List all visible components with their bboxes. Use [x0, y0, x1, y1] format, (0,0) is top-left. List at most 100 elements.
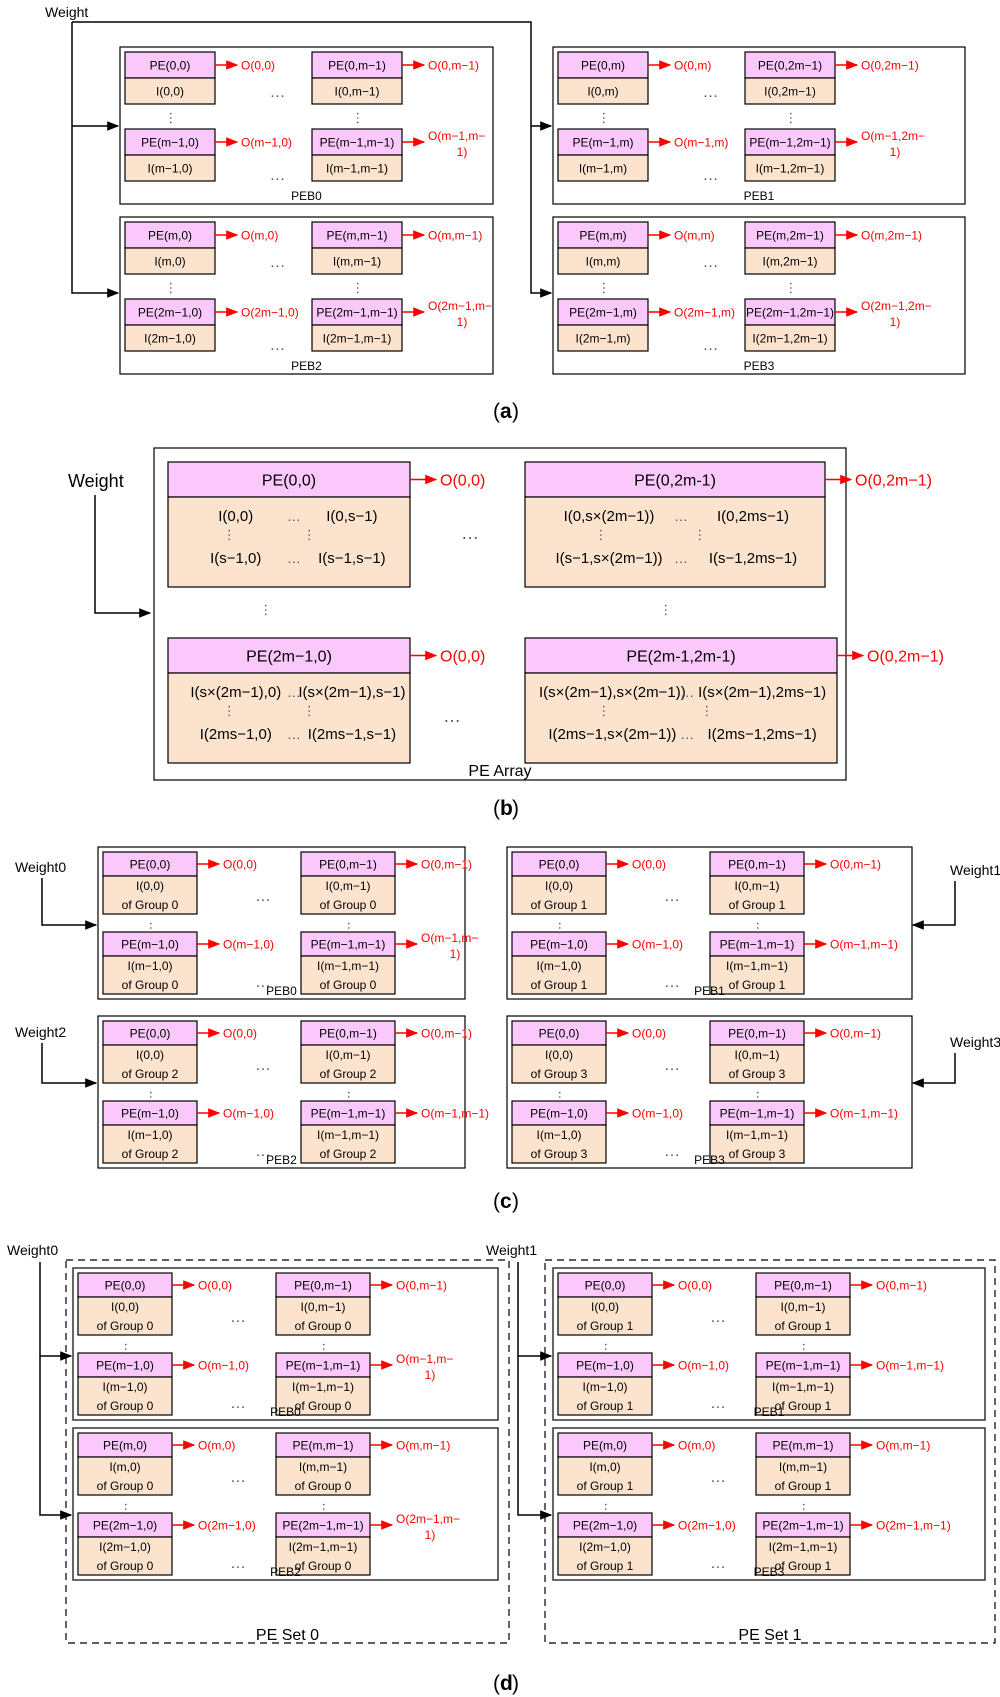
input-label: I(0,0): [545, 879, 573, 893]
pe-label: PE(0,m−1): [728, 857, 786, 871]
ellipsis: …: [147, 921, 163, 935]
ellipsis: …: [122, 1342, 138, 1356]
input-label: I(m−1,0): [102, 1380, 147, 1394]
input-label: I(m,0): [589, 1460, 620, 1474]
set-label: PE Set 0: [256, 1627, 319, 1644]
pe-label: PE(0,0): [539, 857, 580, 871]
ellipsis: …: [556, 1090, 572, 1104]
input-label: I(m,0): [154, 254, 185, 268]
input-label: I(s−1,2ms−1): [709, 550, 797, 567]
input-label: of Group 1: [729, 978, 786, 992]
pe-label: PE(m−1,m−1): [320, 135, 395, 149]
pe-label: PE(m−1,0): [530, 1106, 588, 1120]
ellipsis: …: [255, 1057, 271, 1074]
output-label: O(m−1,m−: [396, 1352, 453, 1366]
output-label: O(0,2m−1): [855, 473, 932, 490]
input-body: [275, 1296, 371, 1336]
input-label: of Group 3: [531, 1067, 588, 1081]
input-label: I(0,m−1): [734, 879, 779, 893]
pe-label: PE(m−1,0): [530, 937, 588, 951]
input-body: [557, 1456, 653, 1496]
output-label: 1): [425, 1368, 436, 1382]
output-label: O(2m−1,2m−: [861, 299, 932, 313]
weight-line: [911, 881, 956, 930]
input-body: [709, 1044, 805, 1084]
input-label: I(m−1,0): [582, 1380, 627, 1394]
block-label: PEB3: [744, 359, 775, 373]
pe-label: PE(0,0): [585, 1278, 626, 1292]
input-label: I(m−1,m−1): [317, 1128, 379, 1142]
input-body: [275, 1376, 371, 1416]
input-body: [102, 875, 198, 915]
output-label: O(0,0): [223, 857, 257, 871]
block-label: PEB3: [694, 1153, 725, 1167]
ellipsis: …: [230, 1309, 246, 1326]
input-body: [124, 154, 216, 182]
caption-paren: ): [512, 1190, 519, 1213]
input-label: I(2ms−1,0): [200, 726, 272, 743]
pe-block: [97, 846, 466, 1000]
ellipsis: …: [600, 704, 616, 718]
pe-header: [77, 1512, 173, 1538]
output-label: O(m−1,0): [241, 135, 292, 149]
pe-label: PE(m−1,m−1): [286, 1358, 361, 1372]
input-label: I(m,m): [586, 254, 621, 268]
input-label: I(s×(2m−1),0): [190, 684, 281, 701]
input-label: I(m,0): [109, 1460, 140, 1474]
ellipsis: …: [680, 726, 694, 742]
pe-block: [552, 1267, 986, 1421]
pe-block: [119, 216, 494, 375]
ellipsis: …: [354, 111, 370, 125]
pe-label: PE(0,m−1): [774, 1278, 832, 1292]
input-body: [102, 1044, 198, 1084]
input-label: of Group 2: [320, 1147, 377, 1161]
input-body: [300, 1044, 396, 1084]
ellipsis: …: [664, 888, 680, 905]
block-label: PEB1: [744, 189, 775, 203]
pe-label: PE(0,2m−1): [758, 58, 822, 72]
output-label: O(m−1,0): [632, 1106, 683, 1120]
output-label: O(m,m−1): [876, 1438, 930, 1452]
pe-label: PE(m−1,m−1): [311, 1106, 386, 1120]
pe-block: [552, 216, 966, 375]
pe-label: PE(0,m−1): [728, 1026, 786, 1040]
input-label: I(0,m): [587, 84, 618, 98]
input-body: [124, 77, 216, 105]
ellipsis: …: [710, 1555, 726, 1572]
pe-header: [557, 1512, 653, 1538]
output-label: 1): [450, 947, 461, 961]
pe-header: [124, 298, 216, 326]
ellipsis: …: [674, 550, 688, 566]
weight-label: Weight1: [950, 862, 1000, 878]
input-body: [557, 247, 649, 275]
input-label: of Group 1: [775, 1319, 832, 1333]
pe-header: [300, 851, 396, 877]
ellipsis: …: [703, 167, 719, 184]
pe-label: PE(m−1,0): [576, 1358, 634, 1372]
pe-label: PE(0,2m-1): [634, 473, 716, 490]
weight-label: Weight2: [15, 1024, 66, 1040]
pe-block: [119, 46, 494, 205]
input-body: [167, 496, 411, 588]
input-body: [300, 955, 396, 995]
input-body: [167, 672, 411, 764]
pe-label: PE(0,0): [539, 1026, 580, 1040]
input-label: I(m,m−1): [299, 1460, 347, 1474]
pe-label: PE(m,0): [148, 228, 192, 242]
input-label: I(2m−1,m): [575, 331, 630, 345]
ellipsis: …: [230, 1395, 246, 1412]
pe-label: PE(m,m−1): [772, 1438, 833, 1452]
input-label: of Group 0: [295, 1479, 352, 1493]
block-label: PEB2: [291, 359, 322, 373]
input-label: I(m−1,0): [147, 161, 192, 175]
ellipsis: …: [270, 254, 286, 271]
input-label: I(0,0): [545, 1048, 573, 1062]
input-label: of Group 1: [775, 1479, 832, 1493]
output-label: O(m−1,m−: [421, 931, 478, 945]
weight-label: Weight: [45, 4, 88, 20]
input-label: of Group 0: [122, 978, 179, 992]
input-body: [557, 154, 649, 182]
output-label: O(m,0): [678, 1438, 715, 1452]
pe-header: [275, 1272, 371, 1298]
input-label: of Group 1: [775, 1399, 832, 1413]
